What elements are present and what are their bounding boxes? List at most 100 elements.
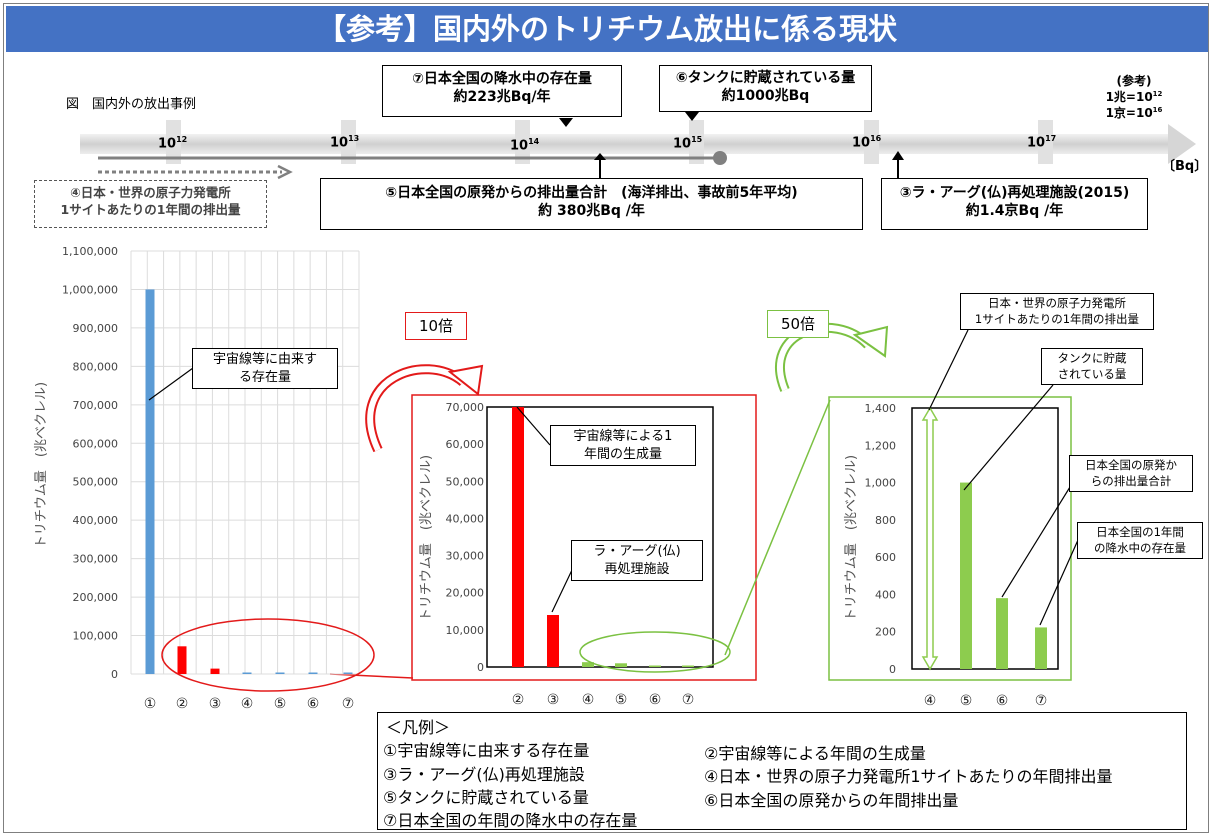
bar	[547, 615, 559, 667]
marker-box-3: ③ラ・アーグ(仏)再処理施設(2015) 約1.4京Bq /年	[881, 178, 1148, 230]
tick-mark-13	[341, 120, 356, 164]
y-tick-label: 70,000	[446, 401, 485, 414]
y-tick-label: 10,000	[446, 624, 485, 637]
leader-c6	[1001, 486, 1071, 598]
callout-domestic-release: 日本全国の原発か らの排出量合計	[1069, 455, 1193, 493]
x-tick-label: ⑤	[615, 692, 628, 708]
legend-item-3: ③ラ・アーグ(仏)再処理施設	[383, 765, 585, 784]
marker-box-6: ⑥タンクに貯蔵されている量 約1000兆Bq	[659, 65, 872, 112]
x-tick-label: ④	[924, 693, 937, 709]
bar	[960, 482, 972, 669]
bar	[512, 407, 524, 667]
tick-label-17: 1017	[1027, 134, 1057, 151]
legend-item-2: ②宇宙線等による年間の生成量	[704, 744, 926, 763]
x-tick-label: ⑤	[274, 696, 287, 712]
bar	[145, 289, 155, 674]
tick-mark-14	[515, 120, 530, 164]
marker-box-7: ⑦日本全国の降水中の存在量 約223兆Bq/年	[382, 65, 622, 117]
y-tick-label: 0	[477, 661, 484, 674]
y-tick-label: 1,100,000	[62, 245, 118, 258]
x-tick-label: ④	[241, 696, 254, 712]
tick-mark-12	[166, 120, 181, 164]
chart-all-items: 0100,000200,000300,000400,000500,000600,…	[34, 245, 360, 712]
tick-label-13: 1013	[330, 134, 360, 151]
x-tick-label: ⑥	[996, 693, 1009, 709]
reference-note: (参考) 1兆=1012 1京=1016	[1098, 73, 1170, 122]
y-tick-label: 1,000,000	[62, 283, 118, 296]
y-tick-label: 0	[889, 663, 896, 676]
tick-mark-16	[864, 120, 879, 164]
bar	[1035, 627, 1047, 669]
legend-item-7: ⑦日本全国の年間の降水中の存在量	[383, 811, 638, 830]
legend-title: ＜凡例＞	[386, 718, 451, 737]
slide-frame	[3, 3, 1209, 833]
callout-tank-storage: タンクに貯蔵 されている量	[1041, 348, 1143, 386]
highlight-ellipse-green	[579, 631, 731, 673]
bar	[177, 646, 187, 674]
y-tick-label: 400	[875, 588, 896, 601]
dashed-arrowhead-4	[277, 164, 293, 180]
legend-item-5: ⑤タンクに貯蔵されている量	[383, 788, 589, 807]
tick-label-14: 1014	[510, 137, 540, 154]
bar	[275, 672, 285, 674]
tick-mark-17	[1038, 120, 1053, 164]
tick-label-12: 1012	[158, 135, 188, 152]
slide-title: 【参考】国内外のトリチウム放出に係る現状	[6, 6, 1208, 52]
y-tick-label: 60,000	[446, 438, 485, 451]
leader-c5	[963, 384, 1054, 491]
leader-c2	[516, 406, 551, 446]
plot-area	[911, 407, 1059, 670]
x-tick-label: ②	[176, 696, 189, 712]
x-tick-label: ①	[144, 696, 157, 712]
bar	[649, 665, 661, 667]
highlight-ellipse-red	[161, 618, 375, 692]
y-tick-label: 800	[875, 514, 896, 527]
x-tick-label: ③	[209, 696, 222, 712]
y-tick-label: 300,000	[73, 553, 119, 566]
x-tick-label: ③	[547, 692, 560, 708]
y-tick-label: 700,000	[73, 399, 119, 412]
x-tick-label: ②	[512, 692, 525, 708]
bar-arrow	[921, 406, 939, 671]
y-axis-label: トリチウム量 (兆ベクレル)	[34, 382, 49, 548]
callout-precipitation: 日本全国の1年間 の降水中の存在量	[1077, 522, 1203, 560]
y-tick-label: 50,000	[446, 475, 485, 488]
bar	[582, 662, 594, 667]
y-tick-label: 600	[875, 551, 896, 564]
tick-label-15: 1015	[673, 135, 703, 152]
marker-box-4: ④日本・世界の原子力発電所 1サイトあたりの1年間の排出量	[34, 180, 267, 228]
y-axis-label: トリチウム量 (兆ベクレル)	[844, 455, 859, 621]
bar	[615, 663, 627, 667]
factor-label-50x: 50倍	[767, 310, 829, 338]
reference-line-1: 1兆=1012	[1105, 90, 1163, 105]
reference-line-2: 1京=1016	[1105, 106, 1163, 121]
y-tick-label: 1,200	[865, 439, 897, 452]
x-tick-label: ⑥	[307, 696, 320, 712]
y-tick-label: 600,000	[73, 437, 119, 450]
y-axis-label: トリチウム量 (兆ベクレル)	[419, 455, 434, 621]
y-tick-label: 200	[875, 626, 896, 639]
x-tick-label: ⑦	[682, 692, 695, 708]
zoom-frame-10x	[411, 394, 757, 681]
log-scale-bar	[80, 134, 1170, 154]
x-tick-label: ⑥	[649, 692, 662, 708]
connector-green	[724, 399, 831, 656]
bar	[343, 672, 353, 674]
legend: ＜凡例＞ ①宇宙線等に由来する存在量 ②宇宙線等による年間の生成量 ③ラ・アーグ…	[377, 712, 1187, 830]
tick-label-16: 1016	[852, 134, 882, 151]
range-end-dot	[713, 151, 727, 165]
bar	[308, 672, 318, 674]
pointer-3-head	[892, 151, 904, 160]
y-tick-label: 1,400	[865, 402, 897, 415]
x-tick-label: ⑦	[342, 696, 355, 712]
y-tick-label: 30,000	[446, 550, 485, 563]
legend-item-4: ④日本・世界の原子力発電所1サイトあたりの年間排出量	[704, 767, 1113, 786]
marker-box-5: ⑤日本全国の原発からの排出量合計 (海洋排出、事故前5年平均) 約 380兆Bq…	[320, 178, 863, 230]
y-tick-label: 0	[111, 668, 118, 681]
callout-la-hague: ラ・アーグ(仏) 再処理施設	[571, 540, 703, 582]
legend-item-1: ①宇宙線等に由来する存在量	[383, 741, 590, 760]
pointer-5-head	[594, 153, 606, 160]
callout-cosmic-ray-annual: 宇宙線等による1 年間の生成量	[550, 425, 696, 467]
